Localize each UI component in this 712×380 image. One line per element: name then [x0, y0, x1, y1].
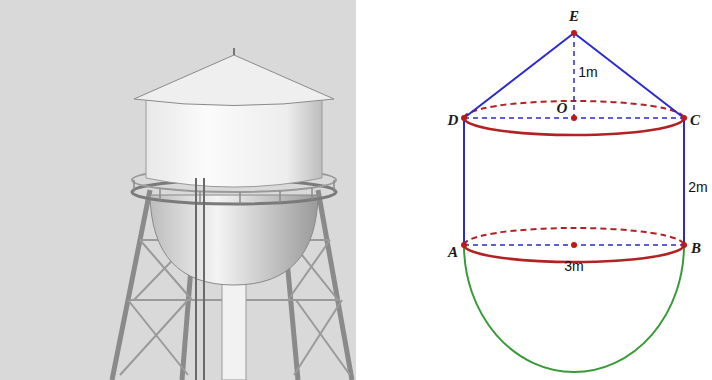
point-label: B: [691, 241, 701, 256]
tank-geometry: [461, 30, 687, 372]
point-label: E: [569, 9, 579, 24]
point-label: D: [448, 113, 459, 128]
dimension-label: 3m: [564, 259, 583, 273]
dimension-label: 2m: [688, 180, 707, 194]
dimension-label: 1m: [578, 65, 597, 79]
point-label: C: [690, 113, 700, 128]
point-label: O: [557, 101, 568, 116]
water-tower-photo: [0, 0, 356, 380]
point-label: A: [448, 245, 458, 260]
